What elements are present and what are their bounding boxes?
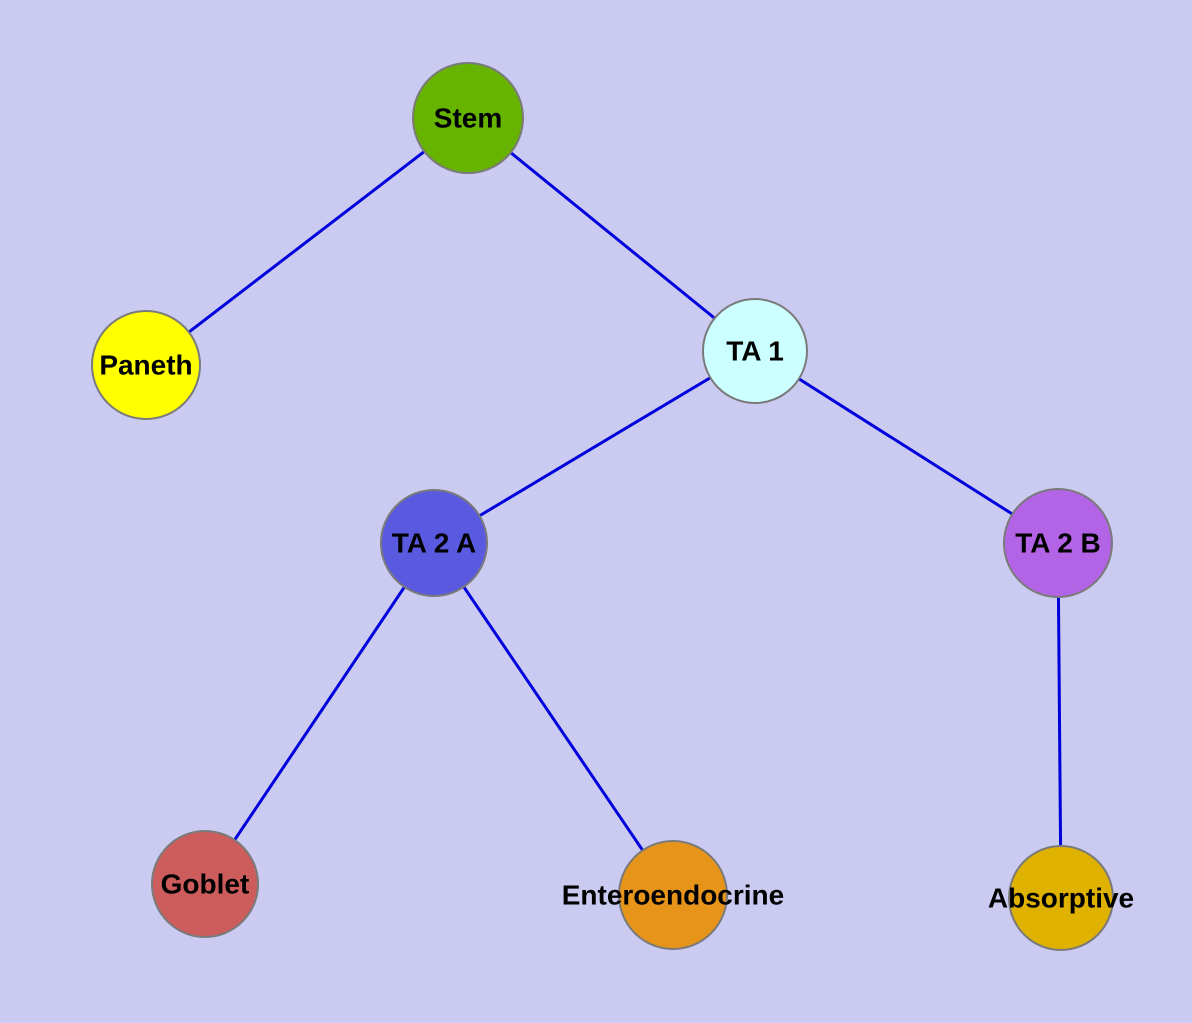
node-circle-paneth[interactable] xyxy=(91,310,201,420)
node-circle-enteroendocrine[interactable] xyxy=(618,840,728,950)
node-stem[interactable]: Stem xyxy=(412,62,524,174)
node-circle-stem[interactable] xyxy=(412,62,524,174)
node-circle-absorptive[interactable] xyxy=(1008,845,1114,951)
edge-ta2a-enteroendocrine xyxy=(432,542,675,896)
node-ta2a[interactable]: TA 2 A xyxy=(380,489,488,597)
edges-layer xyxy=(145,116,1063,899)
node-paneth[interactable]: Paneth xyxy=(91,310,201,420)
edge-ta2a-goblet xyxy=(203,542,436,885)
node-ta1[interactable]: TA 1 xyxy=(702,298,808,404)
node-ta2b[interactable]: TA 2 B xyxy=(1003,488,1113,598)
node-goblet[interactable]: Goblet xyxy=(151,830,259,938)
edge-stem-ta1 xyxy=(467,116,756,353)
node-circle-ta1[interactable] xyxy=(702,298,808,404)
edge-ta1-ta2b xyxy=(754,349,1059,545)
node-circle-ta2b[interactable] xyxy=(1003,488,1113,598)
node-circle-ta2a[interactable] xyxy=(380,489,488,597)
edge-stem-paneth xyxy=(145,116,469,367)
edge-ta2b-absorptive xyxy=(1056,542,1063,899)
edge-ta1-ta2a xyxy=(433,349,756,545)
node-circle-goblet[interactable] xyxy=(151,830,259,938)
